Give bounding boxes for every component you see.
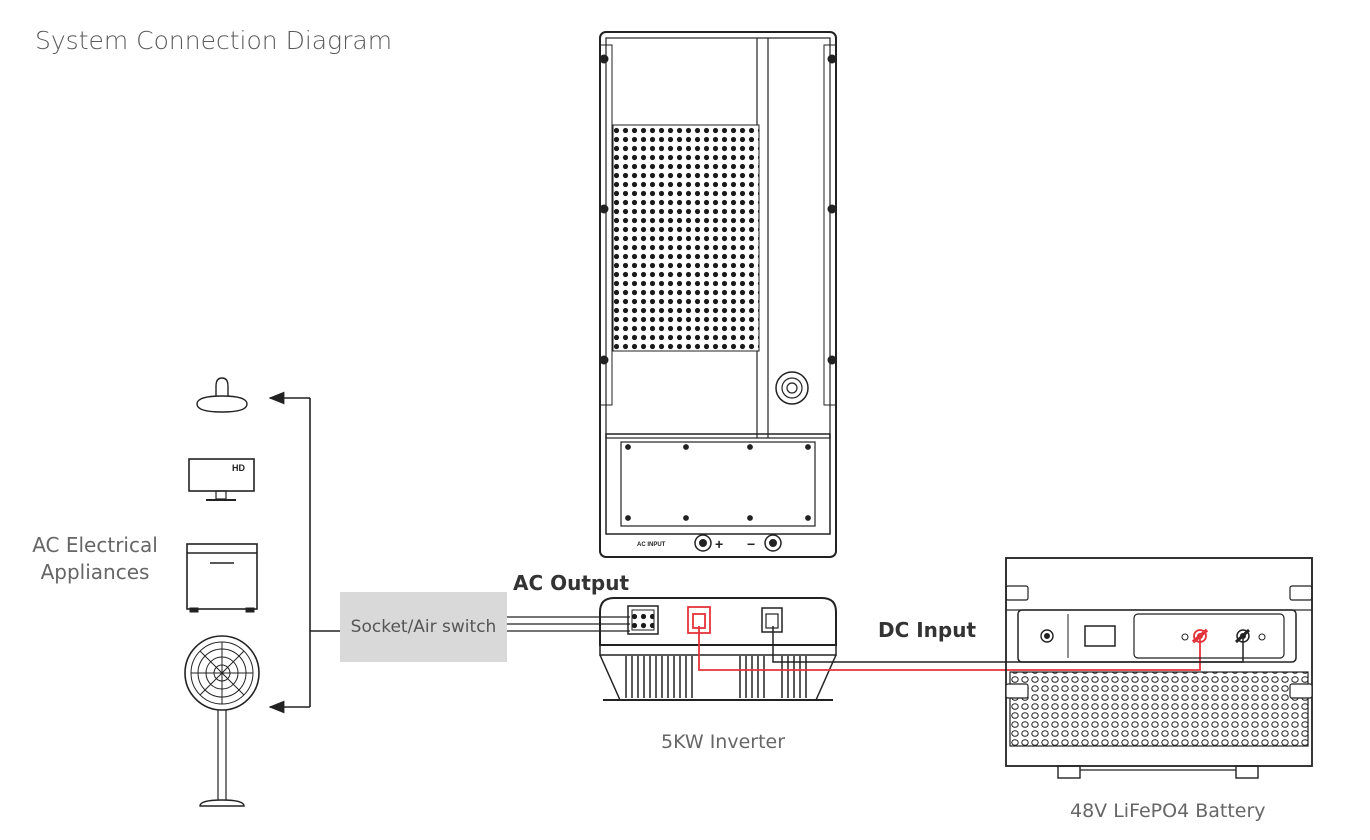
inverter-plus-sign: +	[715, 536, 723, 552]
diagram-title: System Connection Diagram	[35, 26, 393, 55]
dc-negative-wire	[772, 626, 1244, 663]
inverter-minus-sign: −	[747, 536, 755, 552]
battery-unit	[1005, 557, 1313, 779]
tv-hd-badge: HD	[232, 463, 245, 473]
inverter-front-view	[599, 31, 837, 558]
ac-output-cable	[507, 616, 630, 632]
battery-label: 48V LiFePO4 Battery	[1070, 800, 1266, 822]
inverter-label: 5KW Inverter	[661, 731, 786, 753]
dc-input-label: DC Input	[878, 618, 977, 642]
inverter-panel-text: AC INPUT	[637, 542, 666, 548]
dc-positive-wire	[698, 626, 1201, 671]
appliances-label-line1: AC Electrical	[32, 533, 158, 557]
battery-positive-terminal	[1191, 628, 1209, 644]
fan-icon	[184, 635, 260, 807]
tv-icon	[188, 458, 255, 501]
appliances-label-line2: Appliances	[40, 560, 150, 584]
lamp-icon	[196, 377, 248, 413]
socket-label: Socket/Air switch	[350, 617, 497, 637]
ac-output-label: AC Output	[513, 571, 630, 595]
distribution-bracket	[268, 391, 340, 714]
socket-air-switch-box: Socket/Air switch	[340, 592, 507, 662]
appliances-label: AC Electrical Appliances	[20, 532, 170, 586]
inverter-bottom-view	[599, 597, 837, 701]
refrigerator-icon	[186, 543, 258, 613]
